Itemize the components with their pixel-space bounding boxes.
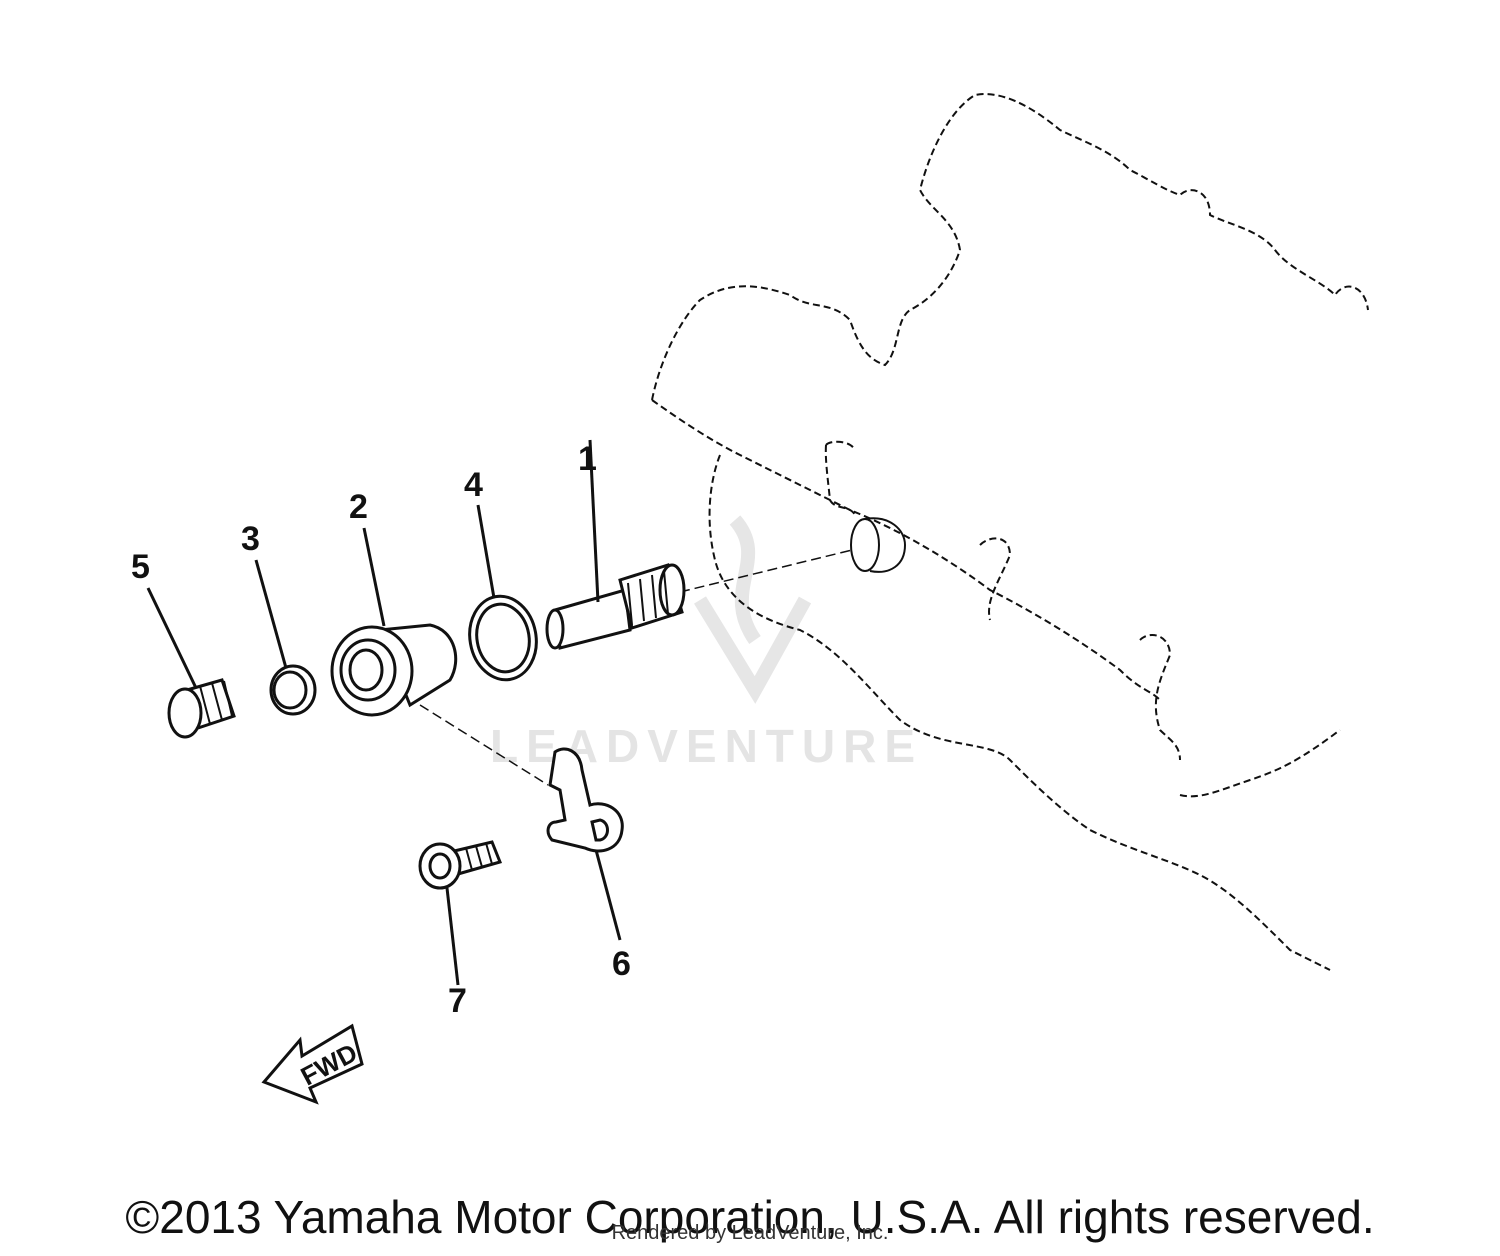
part-7-bolt [418,840,503,890]
leader-line-5 [146,587,198,689]
forward-arrow-icon: FWD [261,1023,364,1105]
leader-line-7 [445,887,460,986]
callout-7: 7 [448,982,467,1020]
callout-6: 6 [612,945,631,983]
leader-line-6 [594,849,622,941]
leader-line-1 [588,439,600,603]
courtesy-notice: Rendered by LeadVenture, Inc. [611,1222,889,1244]
callout-3: 3 [241,520,260,558]
engine-housing-outline [651,93,1369,971]
leader-line-2 [362,527,386,627]
callout-4: 4 [464,466,483,504]
part-1-gear-shaft [545,563,686,650]
callout-1: 1 [578,440,597,478]
part-6-stopper-plate [546,747,624,853]
part-3-seal [269,664,317,716]
callout-2: 2 [349,488,368,526]
part-5-plug [167,678,236,739]
callout-5: 5 [131,548,150,586]
leader-line-4 [476,504,496,599]
part-2-sleeve [330,623,458,717]
alignment-lines [419,549,853,786]
part-4-o-ring [468,594,538,682]
copyright-notice: ©2013 Yamaha Motor Corporation, U.S.A. A… [125,1191,1375,1243]
watermark-logo [694,515,812,704]
leader-line-3 [254,559,288,669]
housing-boss [850,517,907,573]
